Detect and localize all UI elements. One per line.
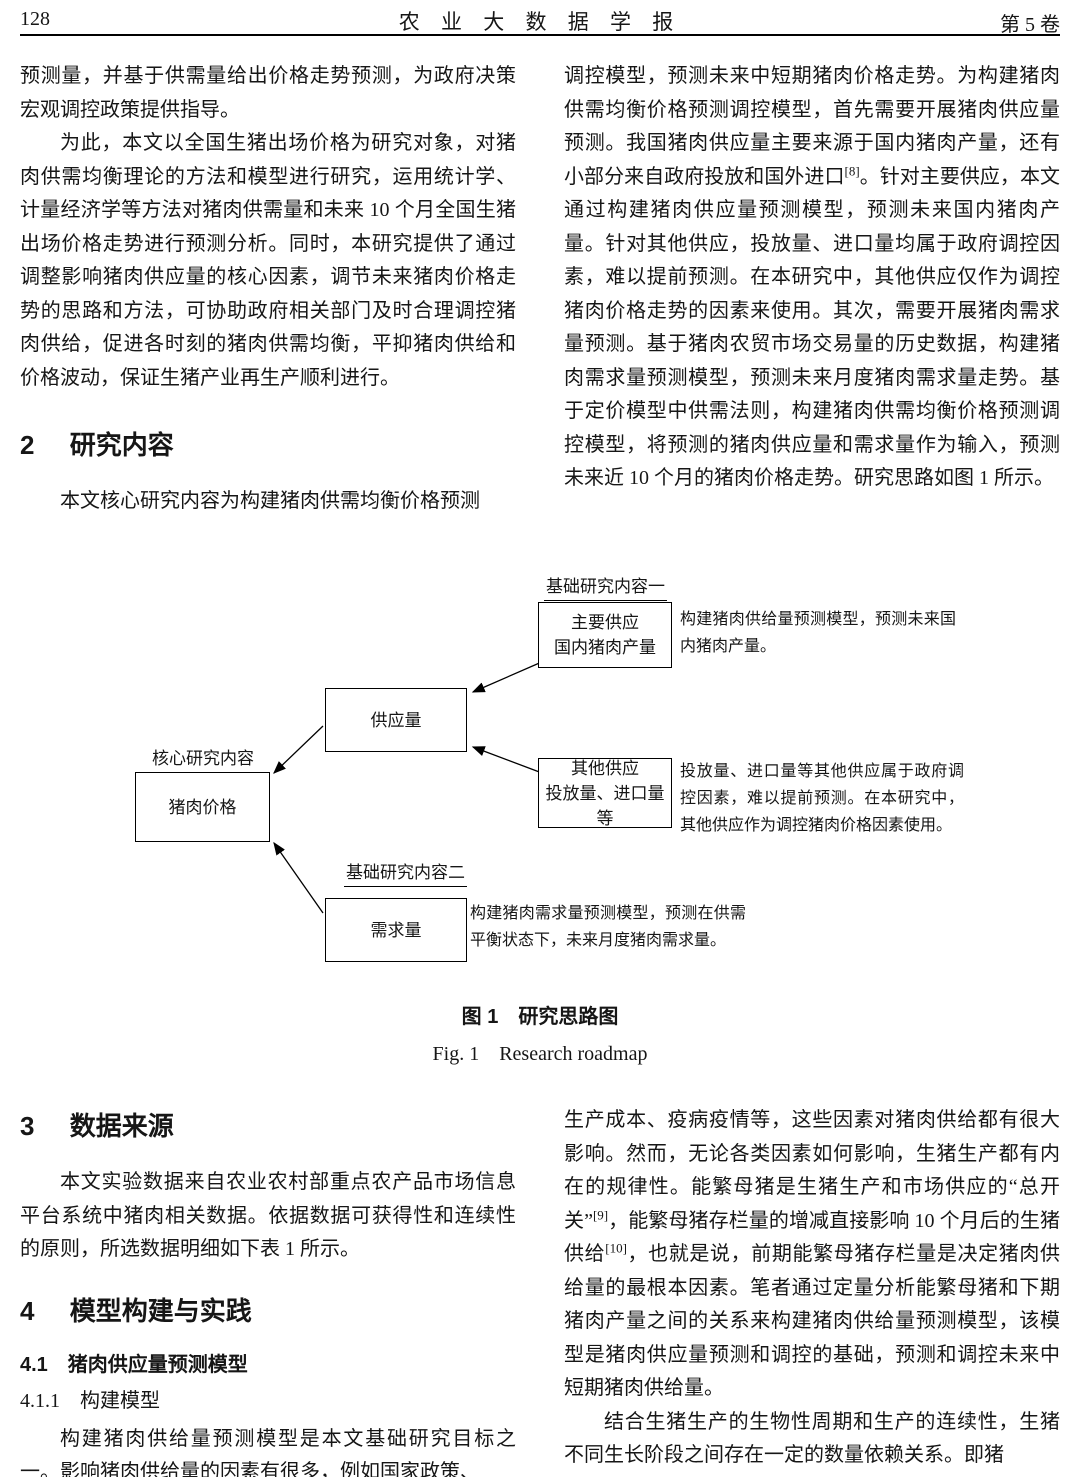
figure-note-other-supply: 投放量、进口量等其他供应属于政府调控因素，难以提前预测。在本研究中，其他供应作为… — [680, 763, 964, 834]
figure-tag-core-content: 核心研究内容 — [150, 744, 256, 773]
flowchart-box-supply: 供应量 — [325, 688, 467, 752]
paragraph-continued: 调控模型，预测未来中短期猪肉价格走势。为构建猪肉供需均衡价格预测调控模型，首先需… — [564, 60, 1060, 496]
figure-caption-en: Fig. 1 Research roadmap — [432, 1043, 648, 1065]
box-text: 主要供应 — [571, 613, 639, 632]
subsection-heading-4-1-1: 4.1.1 构建模型 — [20, 1389, 160, 1412]
journal-title: 农 业 大 数 据 学 报 — [398, 10, 682, 34]
superscript-citation-10: [10] — [605, 1240, 627, 1256]
paragraph: 为此，本文以全国生猪出场价格为研究对象，对猪肉供需均衡理论的方法和模型进行研究，… — [20, 132, 516, 389]
arrow-demand-to-price — [273, 841, 324, 914]
paragraph-text: ，能繁母猪存栏量的增减直接影响 10 个月后的生猪供给 — [564, 1209, 1060, 1266]
paragraph: 本文实验数据来自农业农村部重点农产品市场信息平台系统中猪肉相关数据。依据数据可获… — [20, 1171, 516, 1260]
section-number: 3 — [20, 1111, 35, 1141]
flowchart-arrows — [273, 660, 545, 914]
paragraph-text: ，也就是说，前期能繁母猪存栏量是决定猪肉供给量的最根本因素。笔者通过定量分析能繁… — [564, 1243, 1061, 1399]
box-text: 投放量、进口量等 — [545, 783, 665, 828]
figure-tag-basic-content-1: 基础研究内容一 — [544, 572, 667, 601]
superscript-citation-8: [8] — [844, 162, 860, 178]
paragraph: 构建猪肉供给量预测模型是本文基础研究目标之一。影响猪肉供给量的因素有很多，例如国… — [20, 1427, 516, 1477]
flowchart-box-pork-price: 猪肉价格 — [135, 772, 270, 842]
arrow-main-supply-to-supply — [471, 660, 545, 693]
header-rule — [20, 34, 1060, 36]
paragraph-text: 调控模型，预测未来中短期猪肉价格走势。为构建猪肉供需均衡价格预测调控模型，首先需… — [564, 65, 1060, 188]
page-number: 128 — [20, 8, 50, 30]
figure-1-flowchart: 基础研究内容一 主要供应 国内猪肉产量 构建猪肉供给量预测模型，预测未来国内猪肉… — [20, 560, 1060, 962]
paragraph: 本文核心研究内容为构建猪肉供需均衡价格预测 — [60, 490, 480, 512]
section-heading-4: 4 模型构建与实践 — [20, 1293, 516, 1329]
box-text: 其他供应 — [571, 758, 639, 778]
flowchart-box-main-supply: 主要供应 国内猪肉产量 — [538, 602, 672, 668]
top-left-column: 预测量，并基于供需量给出价格走势预测，为政府决策宏观调控政策提供指导。 为此，本… — [20, 60, 516, 519]
superscript-citation-9: [9] — [592, 1206, 609, 1222]
bottom-right-column: 生产成本、疫病疫情等，这些因素对猪肉供给都有很大影响。然而，无论各类因素如何影响… — [564, 1104, 1060, 1473]
box-text: 国内猪肉产量 — [554, 638, 656, 657]
subsection-heading-4-1: 4.1 猪肉供应量预测模型 — [20, 1353, 248, 1376]
paragraph-continued: 预测量，并基于供需量给出价格走势预测，为政府决策宏观调控政策提供指导。 — [20, 65, 516, 121]
bottom-left-column: 3 数据来源 本文实验数据来自农业农村部重点农产品市场信息平台系统中猪肉相关数据… — [20, 1108, 516, 1477]
paragraph-text: 。针对主要供应，本文通过构建猪肉供应量预测模型，预测未来国内猪肉产量。针对其他供… — [564, 165, 1061, 490]
section-heading-3: 3 数据来源 — [20, 1108, 516, 1144]
arrow-other-supply-to-supply — [471, 746, 543, 774]
paragraph-text: 生产成本、疫病疫情等，这些因素对猪肉供给都有很大影响。然而，无论各类因素如何影响… — [564, 1109, 1060, 1232]
figure-note-main-supply: 构建猪肉供给量预测模型，预测未来国内猪肉产量。 — [680, 611, 956, 655]
section-heading-2: 2 研究内容 — [20, 427, 516, 463]
paragraph: 结合生猪生产的生物性周期和生产的连续性，生猪不同生长阶段之间存在一定的数量依赖关… — [564, 1410, 1060, 1467]
section-number: 4 — [20, 1295, 35, 1326]
section-number: 2 — [20, 430, 35, 460]
figure-note-demand: 构建猪肉需求量预测模型，预测在供需平衡状态下，未来月度猪肉需求量。 — [470, 905, 746, 949]
figure-tag-basic-content-2: 基础研究内容二 — [344, 858, 467, 887]
box-text: 猪肉价格 — [168, 797, 237, 817]
flowchart-box-other-supply: 其他供应 投放量、进口量等 — [538, 758, 672, 828]
box-text: 供应量 — [370, 710, 422, 730]
section-title: 数据来源 — [69, 1111, 174, 1141]
arrow-supply-to-price — [273, 725, 324, 774]
flowchart-box-demand: 需求量 — [325, 898, 467, 962]
section-title: 研究内容 — [69, 430, 174, 460]
paragraph-continued: 生产成本、疫病疫情等，这些因素对猪肉供给都有很大影响。然而，无论各类因素如何影响… — [564, 1104, 1060, 1406]
top-right-column: 调控模型，预测未来中短期猪肉价格走势。为构建猪肉供需均衡价格预测调控模型，首先需… — [564, 60, 1060, 496]
section-title: 模型构建与实践 — [69, 1295, 252, 1326]
figure-caption-zh: 图 1 研究思路图 — [461, 1006, 619, 1028]
box-text: 需求量 — [370, 920, 422, 940]
page-header: 128 农 业 大 数 据 学 报 第 5 卷 — [20, 6, 1060, 36]
volume-label: 第 5 卷 — [1000, 14, 1060, 36]
